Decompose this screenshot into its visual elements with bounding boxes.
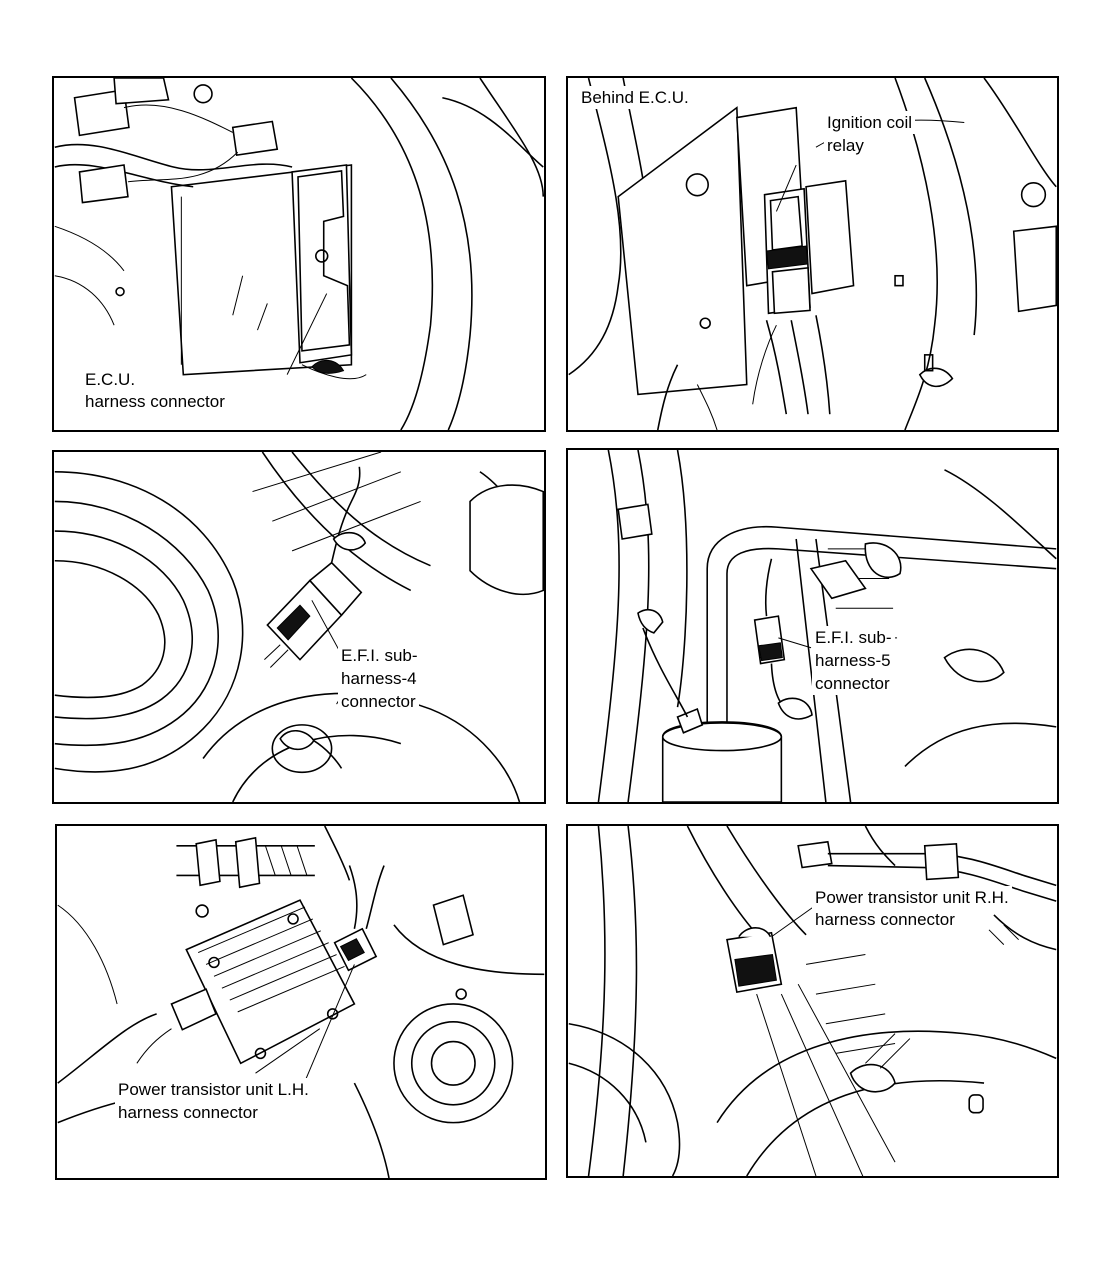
label-efi4-line3: connector xyxy=(338,690,419,713)
label-ptu-rh-line2: harness connector xyxy=(812,908,958,931)
label-ptu-rh-line1: Power transistor unit R.H. xyxy=(812,886,1012,909)
label-relay: relay xyxy=(824,134,867,157)
label-behind-ecu: Behind E.C.U. xyxy=(578,86,692,109)
efi-subharness-5-illustration xyxy=(597,450,1057,802)
panel-power-transistor-rh: Power transistor unit R.H. harness conne… xyxy=(566,824,1059,1178)
label-ptu-lh-line2: harness connector xyxy=(115,1101,261,1124)
panel-efi-subharness-4: E.F.I. sub- harness-4 connector xyxy=(52,450,546,804)
label-ptu-lh-line1: Power transistor unit L.H. xyxy=(115,1078,312,1101)
label-efi4-line1: E.F.I. sub- xyxy=(338,644,421,667)
label-efi5-line1: E.F.I. sub- xyxy=(812,626,895,649)
power-transistor-rh-illustration xyxy=(568,826,1057,1176)
ignition-relay-illustration xyxy=(568,78,1057,430)
label-ecu-line2: harness connector xyxy=(82,390,228,413)
label-efi5-line2: harness-5 xyxy=(812,649,894,672)
power-transistor-lh-illustration xyxy=(57,826,545,1178)
panel-power-transistor-lh: Power transistor unit L.H. harness conne… xyxy=(55,824,547,1180)
label-ecu-line1: E.C.U. xyxy=(82,368,139,391)
efi-subharness-4-illustration xyxy=(54,452,544,802)
panel-ecu-harness-connector: E.C.U. harness connector xyxy=(52,76,546,432)
ecu-illustration xyxy=(54,78,544,430)
panel-efi-subharness-5: E.F.I. sub- harness-5 connector xyxy=(566,448,1059,804)
panel-ignition-coil-relay: Behind E.C.U. Ignition coil relay xyxy=(566,76,1059,432)
label-efi4-line2: harness-4 xyxy=(338,667,420,690)
label-efi5-line3: connector xyxy=(812,672,893,695)
label-ignition-coil: Ignition coil xyxy=(824,111,916,134)
